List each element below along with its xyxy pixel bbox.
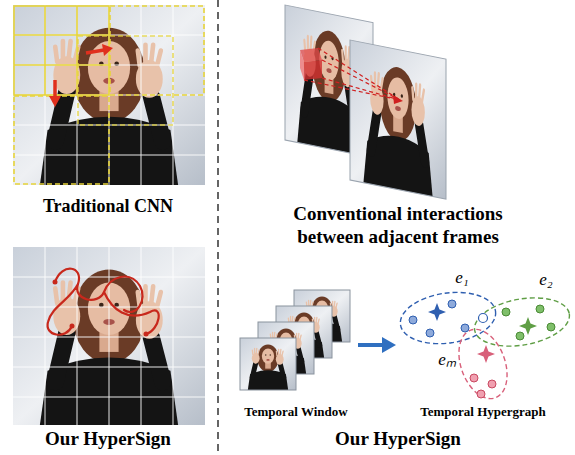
drawing-line <box>141 247 142 425</box>
drawing-line <box>173 247 174 425</box>
hyperedge-label: eₘ <box>438 350 456 370</box>
caption: Conventional interactions between adjace… <box>267 203 529 249</box>
hyperedge-label: e₁ <box>455 268 468 288</box>
hypersign-illustration <box>13 247 205 425</box>
drawing-line <box>322 78 400 100</box>
drawing-use <box>13 5 205 185</box>
drawing-line <box>13 35 205 36</box>
drawing-circle <box>502 308 510 316</box>
drawing-circle <box>477 390 485 398</box>
figure-caption: Temporal Window <box>244 404 347 420</box>
drawing-use <box>350 40 446 199</box>
drawing-circle <box>426 329 434 337</box>
adjacent-frames <box>285 5 446 199</box>
drawing-circle <box>470 374 478 382</box>
hypergraph <box>397 287 573 406</box>
caption: Our HyperSign <box>45 428 171 451</box>
drawing-circle <box>516 332 524 340</box>
divider-line <box>217 0 219 455</box>
figure-caption: Temporal Hypergraph <box>420 404 546 420</box>
drawing-polygon <box>304 60 322 80</box>
drawing-path <box>48 269 159 335</box>
drawing-circle <box>70 324 75 329</box>
drawing-g <box>502 305 555 340</box>
drawing-line <box>304 80 400 100</box>
figure-group: Temporal Window <box>236 286 356 420</box>
drawing-g <box>409 300 469 337</box>
drawing-circle <box>144 332 149 337</box>
drawing-rect <box>14 96 109 184</box>
drawing-circle <box>479 314 488 323</box>
drawing-polygon <box>393 95 403 104</box>
drawing-line <box>13 397 205 398</box>
drawing-use <box>13 247 205 425</box>
drawing-line <box>13 367 205 368</box>
drawing-line <box>322 60 400 100</box>
drawing-circle <box>409 316 417 324</box>
drawing-path <box>477 345 495 363</box>
drawing-circle <box>448 300 456 308</box>
drawing-line <box>13 337 205 338</box>
drawing-circle <box>547 323 555 331</box>
drawing-g <box>350 40 446 199</box>
drawing-ellipse <box>450 323 516 406</box>
drawing-rect <box>110 6 204 95</box>
drawing-line <box>44 6 46 95</box>
drawing-circle <box>536 305 544 313</box>
drawing-polygon <box>300 50 304 80</box>
drawing-path <box>428 303 446 321</box>
drawing-g <box>13 247 205 425</box>
temporal-window-frames <box>240 290 350 390</box>
caption: Our HyperSign <box>335 428 461 451</box>
drawing-circle <box>53 280 58 285</box>
drawing-circle <box>461 324 469 332</box>
drawing-g <box>470 374 496 398</box>
caption: Traditional CNN <box>43 196 173 218</box>
figure-group: Temporal Hypergraph <box>398 290 568 420</box>
drawing-polygon <box>102 44 113 56</box>
drawing-line <box>13 307 205 308</box>
drawing-line <box>13 65 205 66</box>
drawing-path <box>519 317 537 335</box>
drawing-line <box>14 64 109 66</box>
drawing-use <box>240 338 296 390</box>
hyperedge-label: e₂ <box>539 270 552 290</box>
drawing-rect <box>14 6 109 95</box>
cnn-illustration <box>13 5 205 185</box>
drawing-line <box>13 277 205 278</box>
drawing-line <box>318 48 400 100</box>
drawing-path <box>86 50 104 53</box>
drawing-rect <box>350 40 446 199</box>
drawing-ellipse <box>397 287 499 350</box>
drawing-g <box>14 6 204 184</box>
flow-arrow <box>358 337 396 353</box>
drawing-g <box>304 48 400 100</box>
drawing-rect <box>240 338 296 390</box>
drawing-g <box>13 5 205 185</box>
drawing-line <box>109 247 110 425</box>
drawing-circle <box>488 380 496 388</box>
drawing-ellipse <box>471 291 574 353</box>
drawing-polygon <box>49 96 61 107</box>
drawing-rect <box>78 36 173 125</box>
drawing-line <box>45 247 46 425</box>
drawing-line <box>45 5 46 185</box>
drawing-path <box>53 80 57 98</box>
